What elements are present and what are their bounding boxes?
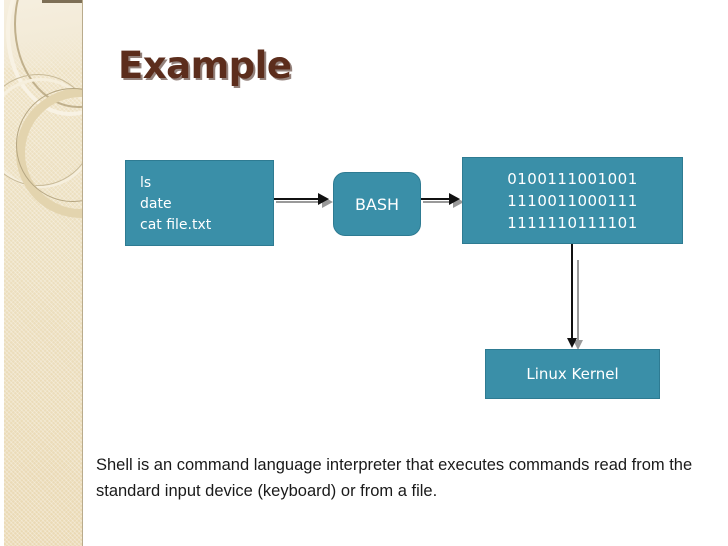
arrow-commands-to-bash-icon — [274, 192, 334, 208]
arrow-shaft — [571, 244, 573, 340]
page-title: Example — [118, 44, 292, 87]
arrow-binary-to-kernel-icon — [567, 244, 583, 350]
command-line-date: date — [140, 196, 172, 212]
binary-line-3: 1111110111101 — [507, 214, 638, 232]
commands-box: ls date cat file.txt — [125, 160, 274, 246]
binary-line-1: 0100111001001 — [507, 170, 638, 188]
linux-kernel-box-label: Linux Kernel — [526, 365, 619, 383]
arrow-shaft — [274, 198, 322, 200]
arrow-shadow-shaft — [577, 260, 579, 340]
body-paragraph: Shell is an command language interpreter… — [96, 456, 693, 500]
decorative-side-panel — [4, 0, 83, 546]
bash-box-label: BASH — [354, 194, 400, 214]
arrow-shadow-shaft — [276, 201, 324, 203]
arrow-head — [567, 338, 577, 348]
command-line-cat: cat file.txt — [140, 217, 212, 233]
arrow-head — [449, 193, 460, 205]
arrow-shadow-shaft — [423, 201, 455, 203]
arrow-shaft — [421, 198, 453, 200]
arrow-head — [318, 193, 329, 205]
panel-top-accent-bar — [42, 0, 82, 3]
bash-box: BASH — [333, 172, 421, 236]
binary-box: 0100111001001 1110011000111 111111011110… — [462, 157, 683, 244]
binary-line-2: 1110011000111 — [507, 192, 638, 210]
linux-kernel-box: Linux Kernel — [485, 349, 660, 399]
command-line-ls: ls — [140, 175, 152, 191]
arrow-shadow-head — [573, 340, 583, 350]
arrow-bash-to-binary-icon — [421, 192, 467, 208]
